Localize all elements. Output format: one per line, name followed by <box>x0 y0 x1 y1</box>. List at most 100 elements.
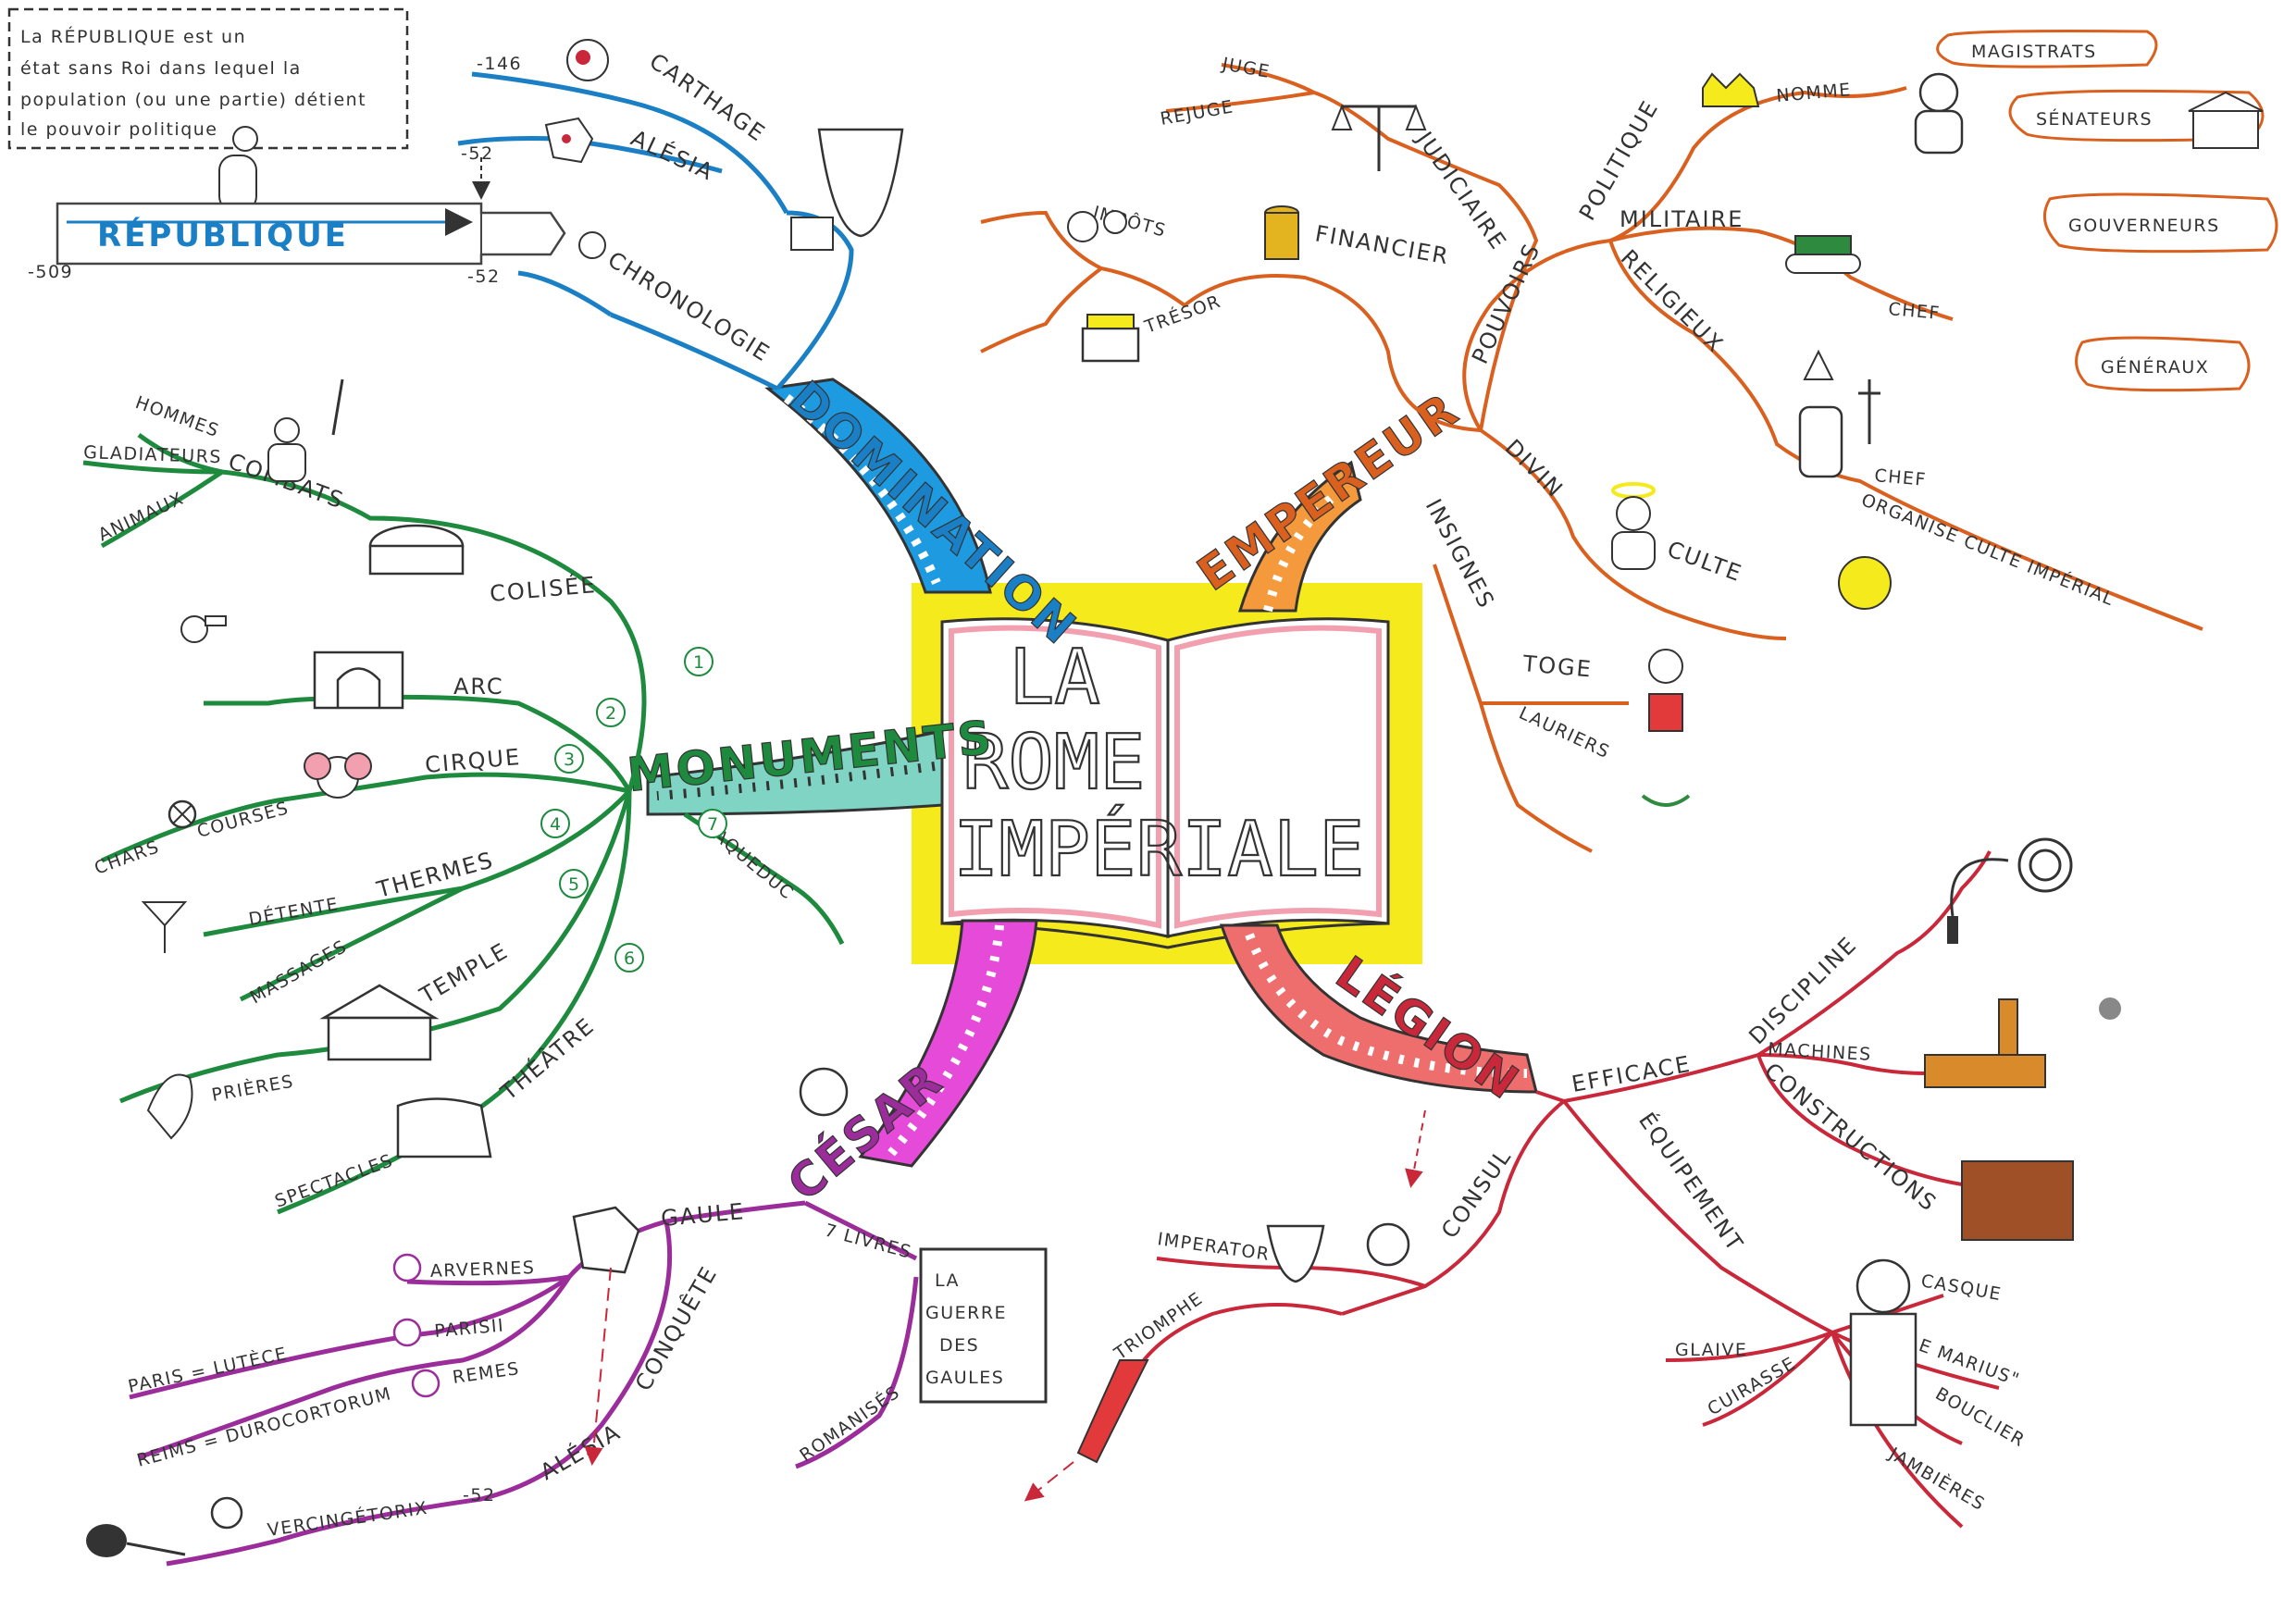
guerre-des-gaules-book: LA GUERRE DES GAULES <box>919 1247 1048 1404</box>
gaul-shape-icon <box>572 1206 640 1274</box>
cesar-romanises-label: ROMANISÉS <box>796 1381 904 1466</box>
badge-4: 4 <box>550 814 563 835</box>
gaul-tribe-icons <box>392 1253 441 1398</box>
monuments-animaux-label: ANIMAUX <box>95 488 188 545</box>
empereur-generaux-label: GÉNÉRAUX <box>2101 356 2209 378</box>
monuments-theatre-label: THÉÂTRE <box>494 1011 600 1106</box>
central-book: LA ROME IMPÉRIALE <box>912 583 1422 964</box>
badge-1: 1 <box>693 652 706 673</box>
center-title-line-2: ROME <box>962 719 1145 807</box>
politique-bubbles: MAGISTRATS SÉNATEURS GOUVERNEURS GÉNÉRAU… <box>1936 30 2278 392</box>
cesar-alesia-date: -52 <box>463 1485 496 1505</box>
empereur-religieux-label: RELIGIEUX <box>1616 244 1729 357</box>
monuments-massages-label: MASSAGES <box>247 936 352 1009</box>
book-line-2: GUERRE <box>925 1303 1007 1323</box>
empereur-chef2-label: CHEF <box>1874 465 1928 490</box>
cesar-remes-label: REMES <box>452 1358 522 1388</box>
cocktail-glass-icon <box>141 901 188 953</box>
catapult-icon <box>1924 997 2121 1088</box>
badge-7: 7 <box>707 814 720 835</box>
red-carpet-icon <box>1076 1359 1149 1464</box>
coin-stack-icon <box>1264 205 1299 260</box>
emperor-figure-icon <box>1914 72 1964 155</box>
mouse-icon <box>304 752 372 799</box>
book-line-4: GAULES <box>925 1368 1004 1388</box>
monuments-aqueduc-label: AQUEDUC <box>710 825 798 904</box>
monuments-hommes-label: HOMMES <box>132 392 222 441</box>
empereur-financier-label: FINANCIER <box>1313 220 1452 269</box>
empereur-judiciaire-label: JUDICIAIRE <box>1410 126 1512 255</box>
scales-of-justice-icon <box>1331 104 1427 171</box>
center-title-line-1: LA <box>1009 634 1100 722</box>
branch-monuments: MONUMENTS HOMMES GLADIATEURS ANIMAUX COM… <box>82 378 997 1215</box>
monuments-detente-label: DÉTENTE <box>247 893 341 930</box>
monuments-temple-label: TEMPLE <box>415 937 513 1010</box>
triumphal-arch-icon <box>313 650 404 710</box>
cesar-vercingetorix-label: VERCINGÉTORIX <box>266 1497 428 1541</box>
empereur-lauriers-label: LAURIERS <box>1516 703 1613 763</box>
center-title-line-3: IMPÉRIALE <box>953 805 1364 894</box>
sun-icon <box>1838 556 1892 610</box>
sword-bomb-icon <box>578 231 606 259</box>
whip-spiral-icon <box>1947 837 2073 944</box>
money-bag-icon <box>1067 210 1127 242</box>
empereur-tresor-label: TRÉSOR <box>1141 291 1224 338</box>
empereur-chef1-label: CHEF <box>1888 299 1942 324</box>
empereur-militaire-label: MILITAIRE <box>1620 206 1744 232</box>
republique-timeline: RÉPUBLIQUE -509 -52 <box>28 157 566 287</box>
timeline-start: -509 <box>28 262 73 282</box>
chariot-wheel-icon <box>168 799 197 829</box>
ball-and-chain-icon <box>86 1496 243 1557</box>
monuments-gladiateurs-label: GLADIATEURS <box>83 442 222 467</box>
cesar-livres-label: 7 LIVRES <box>823 1220 914 1263</box>
imperator-trophy-icon <box>1266 1222 1410 1283</box>
domination-alesia-date: -52 <box>461 143 494 164</box>
empereur-pouvoirs-label: POUVOIRS <box>1467 239 1545 367</box>
tank-icon <box>1785 235 1861 274</box>
colosseum-icon <box>368 524 465 576</box>
monuments-spectacles-label: SPECTACLES <box>272 1150 396 1212</box>
note-line-4: le pouvoir politique <box>20 119 218 140</box>
monuments-courses-label: COURSES <box>195 798 292 842</box>
praying-hands-icon <box>146 1073 193 1140</box>
cesar-gaule-label: GAULE <box>660 1198 746 1232</box>
empereur-toge-label: TOGE <box>1520 650 1593 683</box>
treasure-chest-icon <box>1081 314 1140 363</box>
stick-figure-icon <box>218 126 258 212</box>
note-line-3: population (ou une partie) détient <box>20 90 366 110</box>
legion-equipement-label: ÉQUIPEMENT <box>1633 1108 1749 1257</box>
legion-bouclier-label: BOUCLIER <box>1932 1383 2029 1451</box>
empereur-gouverneurs-label: GOUVERNEURS <box>2068 216 2220 236</box>
monuments-colisee-label: COLISÉE <box>489 571 598 607</box>
timeline-end: -52 <box>467 266 501 287</box>
legion-cuirasse-label: CUIRASSE <box>1705 1353 1800 1419</box>
trophy-icon <box>790 128 904 251</box>
senate-building-icon <box>2188 91 2264 149</box>
gladiator-icon <box>267 378 344 482</box>
toga-figure-icon <box>1648 649 1683 732</box>
crown-icon <box>1702 72 1760 107</box>
branch-domination: DOMINATION CHRONOLOGIE CARTHAGE ALÉSIA -… <box>457 39 1088 657</box>
monuments-arc-label: ARC <box>453 674 504 700</box>
bishop-icon <box>1798 349 1880 478</box>
caesar-head-icon <box>799 1067 849 1117</box>
cesar-reims-label: REIMS = DUROCORTORUM <box>135 1383 394 1471</box>
cesar-arvernes-label: ARVERNES <box>429 1258 535 1282</box>
empereur-magistrats-label: MAGISTRATS <box>1971 42 2097 62</box>
book-line-3: DES <box>939 1335 979 1356</box>
book-line-1: LA <box>935 1270 960 1291</box>
gaul-map-icon <box>544 117 594 164</box>
empereur-culte-label: CULTE <box>1664 536 1746 587</box>
temple-icon <box>319 984 440 1061</box>
cesar-conquete-label: CONQUÊTE <box>629 1261 723 1395</box>
cesar-alesia-label: ALÉSIA <box>536 1418 626 1485</box>
empereur-insignes-label: INSIGNES <box>1421 495 1500 613</box>
empereur-organise-label: ORGANISE CULTE IMPÉRIAL <box>1858 489 2117 610</box>
badge-6: 6 <box>624 948 637 969</box>
spectator-icon <box>180 615 227 643</box>
legion-efficace-label: EFFICACE <box>1570 1051 1693 1097</box>
cesar-parisii-label: PARISII <box>434 1315 505 1342</box>
map-pin-icon <box>566 39 609 81</box>
republique-definition-note: La RÉPUBLIQUE est un état sans Roi dans … <box>7 7 409 212</box>
legion-discipline-label: DISCIPLINE <box>1744 931 1862 1049</box>
